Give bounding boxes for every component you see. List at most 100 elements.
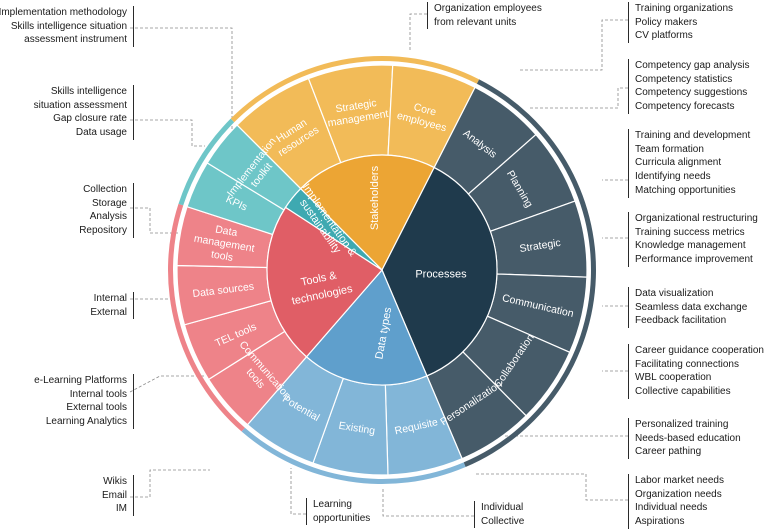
note-personalization: Personalized training Needs-based educat… xyxy=(628,418,741,460)
note-line: Personalized training xyxy=(635,419,729,430)
note-line: Competency statistics xyxy=(635,73,733,85)
note-line: Matching opportunities xyxy=(635,184,736,196)
note-line: e-Learning Platforms xyxy=(34,375,127,386)
note-analysis: Competency gap analysis Competency stati… xyxy=(628,59,750,114)
outer-arc-impl xyxy=(178,118,235,206)
note-line: Implementation methodology xyxy=(0,7,127,18)
note-line: Facilitating connections xyxy=(635,358,739,370)
note-line: Organization employees xyxy=(434,3,542,14)
note-collaboration: Career guidance cooperation Facilitating… xyxy=(628,344,764,399)
ring-label-line: tools xyxy=(210,248,234,264)
core-sector-processes xyxy=(381,166,498,377)
note-line: Skills intelligence xyxy=(50,86,127,97)
ring-label-datatypes: Existing xyxy=(338,420,376,438)
note-line: Curricula alignment xyxy=(635,157,722,169)
note-line: Wikis xyxy=(103,476,127,487)
note-line: Data usage xyxy=(75,127,127,139)
note-line: Email xyxy=(101,489,127,501)
ring-label-line: Data xyxy=(214,224,238,240)
note-line: Team formation xyxy=(635,143,704,155)
note-communication-tools: Wikis Email IM xyxy=(101,475,134,517)
note-line: Repository xyxy=(79,225,127,237)
note-line: from relevant units xyxy=(434,16,517,28)
note-existing: Individual Collective xyxy=(474,501,525,529)
note-line: Individual xyxy=(481,502,524,513)
note-line: IM xyxy=(115,503,127,515)
note-line: Analysis xyxy=(89,211,127,223)
connector-line xyxy=(129,375,205,393)
note-line: CV platforms xyxy=(635,30,693,42)
core-sector-tools-technologies xyxy=(266,206,383,358)
note-line: Internal tools xyxy=(69,388,127,400)
note-line: Feedback facilitation xyxy=(635,315,727,327)
note-communication: Data visualization Seamless data exchang… xyxy=(628,287,748,329)
connector-line xyxy=(130,119,205,147)
core-label-stakeholders: Stakeholders xyxy=(369,165,381,230)
note-line: WBL cooperation xyxy=(635,372,712,384)
connector-line xyxy=(382,487,474,517)
note-line: opportunities xyxy=(313,512,371,524)
core-sector-implementation-sustainability xyxy=(284,187,383,271)
outer-arc-datatypes xyxy=(241,427,466,484)
connector-line xyxy=(130,469,210,498)
note-external-stakeholders: Training organizations Policy makers CV … xyxy=(628,2,734,44)
note-line: Storage xyxy=(91,197,127,209)
note-line: Collective xyxy=(481,515,525,527)
note-line: Career guidance cooperation xyxy=(635,345,764,356)
note-potential: Learning opportunities xyxy=(306,498,371,526)
ring-label-line: Core xyxy=(412,101,437,119)
ring-label-line: Existing xyxy=(338,420,376,438)
core-label-line: Processes xyxy=(415,269,467,281)
note-data-management: Collection Storage Analysis Repository xyxy=(79,183,134,238)
note-line: Seamless data exchange xyxy=(635,301,748,313)
note-line: Skills intelligence situation xyxy=(10,20,127,32)
note-line: Performance improvement xyxy=(635,254,753,266)
note-organization-employees: Organization employees from relevant uni… xyxy=(427,2,542,30)
note-line: Career pathing xyxy=(635,446,702,458)
connector-line xyxy=(290,468,306,515)
connector-line xyxy=(530,87,628,109)
note-line: Training success metrics xyxy=(635,226,745,238)
connector-line xyxy=(520,19,628,71)
note-implementation-methodology: Implementation methodology Skills intell… xyxy=(0,6,134,48)
note-planning: Training and development Team formation … xyxy=(628,129,750,198)
core-label-processes: Processes xyxy=(415,269,467,281)
note-kpis: Skills intelligence situation assessment… xyxy=(34,85,134,140)
note-line: Policy makers xyxy=(635,16,698,28)
core-label-line: Stakeholders xyxy=(369,165,381,230)
note-line: Learning Analytics xyxy=(45,416,127,428)
note-line: Needs-based education xyxy=(635,432,741,444)
note-line: Collection xyxy=(83,184,127,195)
note-line: Internal xyxy=(93,293,127,304)
note-line: Training organizations xyxy=(635,3,734,14)
note-line: Competency forecasts xyxy=(635,101,735,113)
note-line: situation assessment xyxy=(33,99,127,111)
note-line: Labor market needs xyxy=(635,475,724,486)
note-line: External xyxy=(90,306,127,318)
note-line: Identifying needs xyxy=(635,171,711,183)
ring-segments xyxy=(176,64,588,476)
note-line: Gap closure rate xyxy=(53,113,127,125)
note-tel-tools: e-Learning Platforms Internal tools Exte… xyxy=(34,374,134,429)
note-line: Organizational restructuring xyxy=(635,213,758,224)
note-requisite: Labor market needs Organization needs In… xyxy=(628,474,724,529)
note-line: Individual needs xyxy=(635,502,708,514)
core-sector-stakeholders xyxy=(299,154,436,272)
note-line: Aspirations xyxy=(635,516,685,528)
note-line: Training and development xyxy=(635,130,751,141)
core-sector-data-types xyxy=(305,268,428,386)
note-line: Learning xyxy=(313,499,352,510)
note-line: assessment instrument xyxy=(24,34,127,46)
note-line: External tools xyxy=(66,402,127,414)
note-line: Knowledge management xyxy=(635,240,746,252)
note-strategic: Organizational restructuring Training su… xyxy=(628,212,758,267)
note-line: Competency gap analysis xyxy=(635,60,750,71)
connector-line xyxy=(130,207,178,234)
note-line: Competency suggestions xyxy=(635,87,748,99)
note-line: Organization needs xyxy=(635,488,722,500)
outer-arcs xyxy=(168,56,596,484)
connector-line xyxy=(475,473,628,501)
note-line: Collective capabilities xyxy=(635,386,731,398)
connector-line xyxy=(409,13,427,52)
